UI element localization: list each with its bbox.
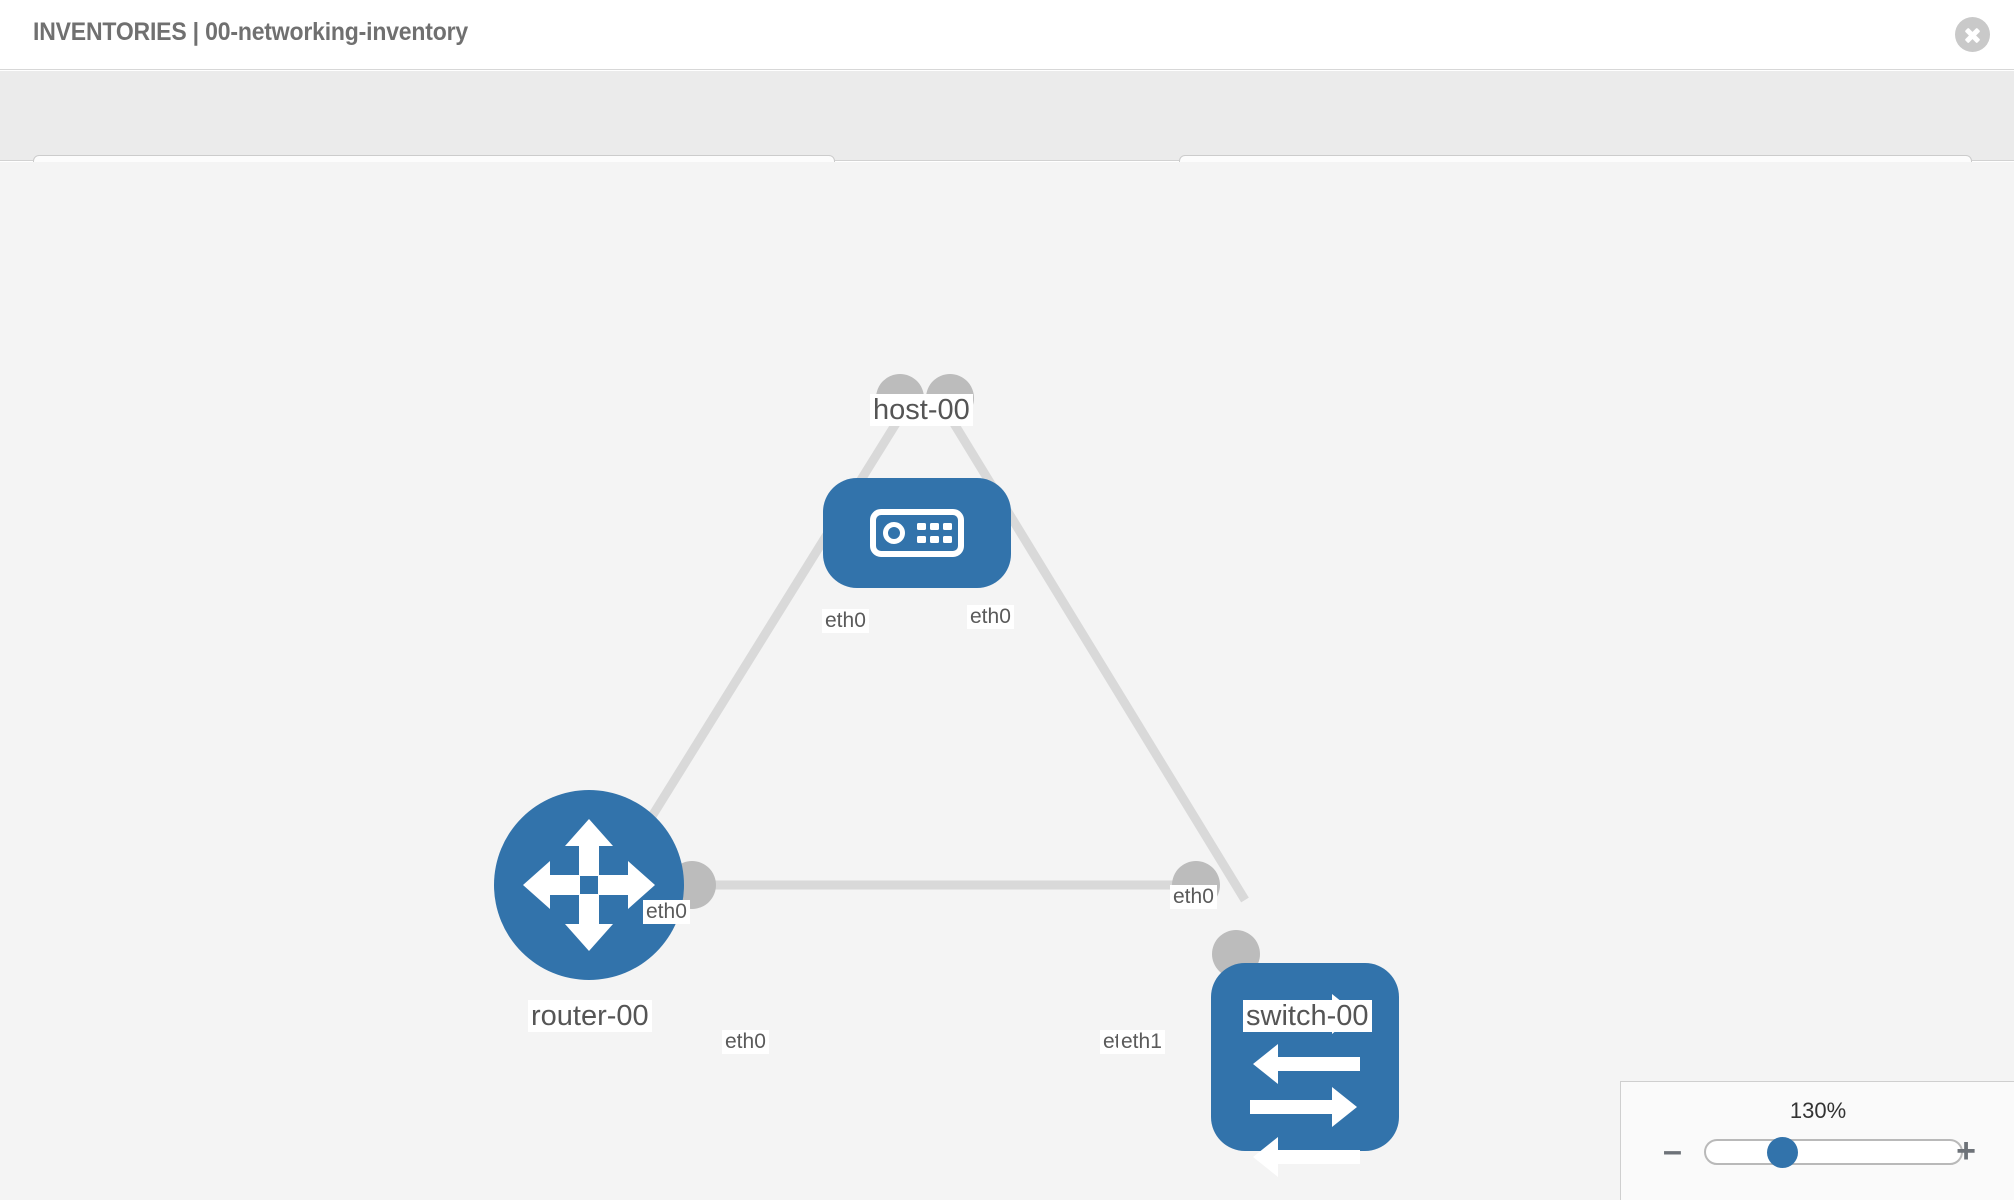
page-header: INVENTORIES | 00-networking-inventory (0, 0, 2014, 70)
node-label-router-00: router-00 (528, 1000, 652, 1033)
toolbar: ACTIONS SEARCH (0, 71, 2014, 208)
interface-label-router00-host00: eth0 (643, 900, 690, 925)
zoom-percentage: 130% (1789, 1098, 1847, 1123)
node-router-00 (494, 790, 684, 980)
interface-label-router00-switch00: eth0 (722, 1030, 769, 1055)
topology-canvas[interactable]: host-00 router-00 switch-00 eth0 eth0 et… (0, 162, 2014, 1200)
zoom-slider-track[interactable] (1704, 1139, 1963, 1165)
zoom-slider-thumb[interactable] (1767, 1137, 1798, 1168)
interface-label-switch00-host00: eth0 (1170, 885, 1217, 910)
page-title: INVENTORIES | 00-networking-inventory (33, 18, 469, 46)
zoom-control: 130% – + (1620, 1081, 2014, 1200)
node-label-host-00: host-00 (870, 394, 973, 427)
close-icon[interactable] (1955, 17, 1990, 52)
interface-label-host00-switch00: eth0 (967, 605, 1014, 630)
interface-label-host00-router00: eth0 (822, 609, 869, 634)
node-host-00 (823, 478, 1011, 588)
zoom-out-button[interactable]: – (1663, 1132, 1682, 1170)
interface-label-switch00-router00: eth1 (1118, 1030, 1165, 1055)
topology-graph (494, 374, 1399, 1177)
node-switch-00 (1211, 963, 1399, 1177)
node-label-switch-00: switch-00 (1243, 1000, 1372, 1033)
zoom-in-button[interactable]: + (1956, 1132, 1976, 1170)
